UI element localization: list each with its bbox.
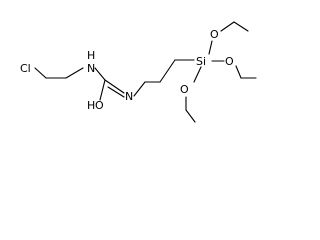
- atom-hydrogen-left: H: [87, 49, 95, 62]
- atom-chlorine: Cl: [20, 62, 31, 75]
- atom-nitrogen-left: N: [87, 62, 95, 75]
- molecule-diagram: Cl N H O H N Si O O O: [20, 21, 257, 123]
- bond-c4-c5: [159, 59, 176, 83]
- bond-obot-c-c: [185, 109, 196, 123]
- bond-otop-c-c: [233, 21, 249, 32]
- bond-si-o-top: [208, 40, 213, 55]
- atom-oxygen-right: O: [225, 55, 234, 68]
- atom-hydroxyl-oxygen: O: [95, 99, 104, 112]
- atom-silicon: Si: [196, 55, 206, 68]
- bond-oright-c: [235, 65, 242, 79]
- atom-oxygen-bottom: O: [180, 83, 189, 96]
- atom-oxygen-top: O: [210, 28, 219, 41]
- bond-c-n-2: [107, 86, 125, 98]
- atom-hydroxyl-hydrogen: H: [87, 99, 95, 112]
- bond-nh-c: [94, 67, 106, 81]
- bond-c2-nh: [65, 67, 84, 79]
- bond-cl-c1: [34, 67, 47, 79]
- bond-c-n-1: [104, 79, 125, 94]
- bond-n-c3: [133, 81, 146, 97]
- atom-nitrogen-right: N: [125, 90, 133, 103]
- bond-si-o-bottom: [193, 66, 202, 83]
- bond-c-o: [99, 79, 106, 101]
- bond-otop-c: [220, 21, 235, 32]
